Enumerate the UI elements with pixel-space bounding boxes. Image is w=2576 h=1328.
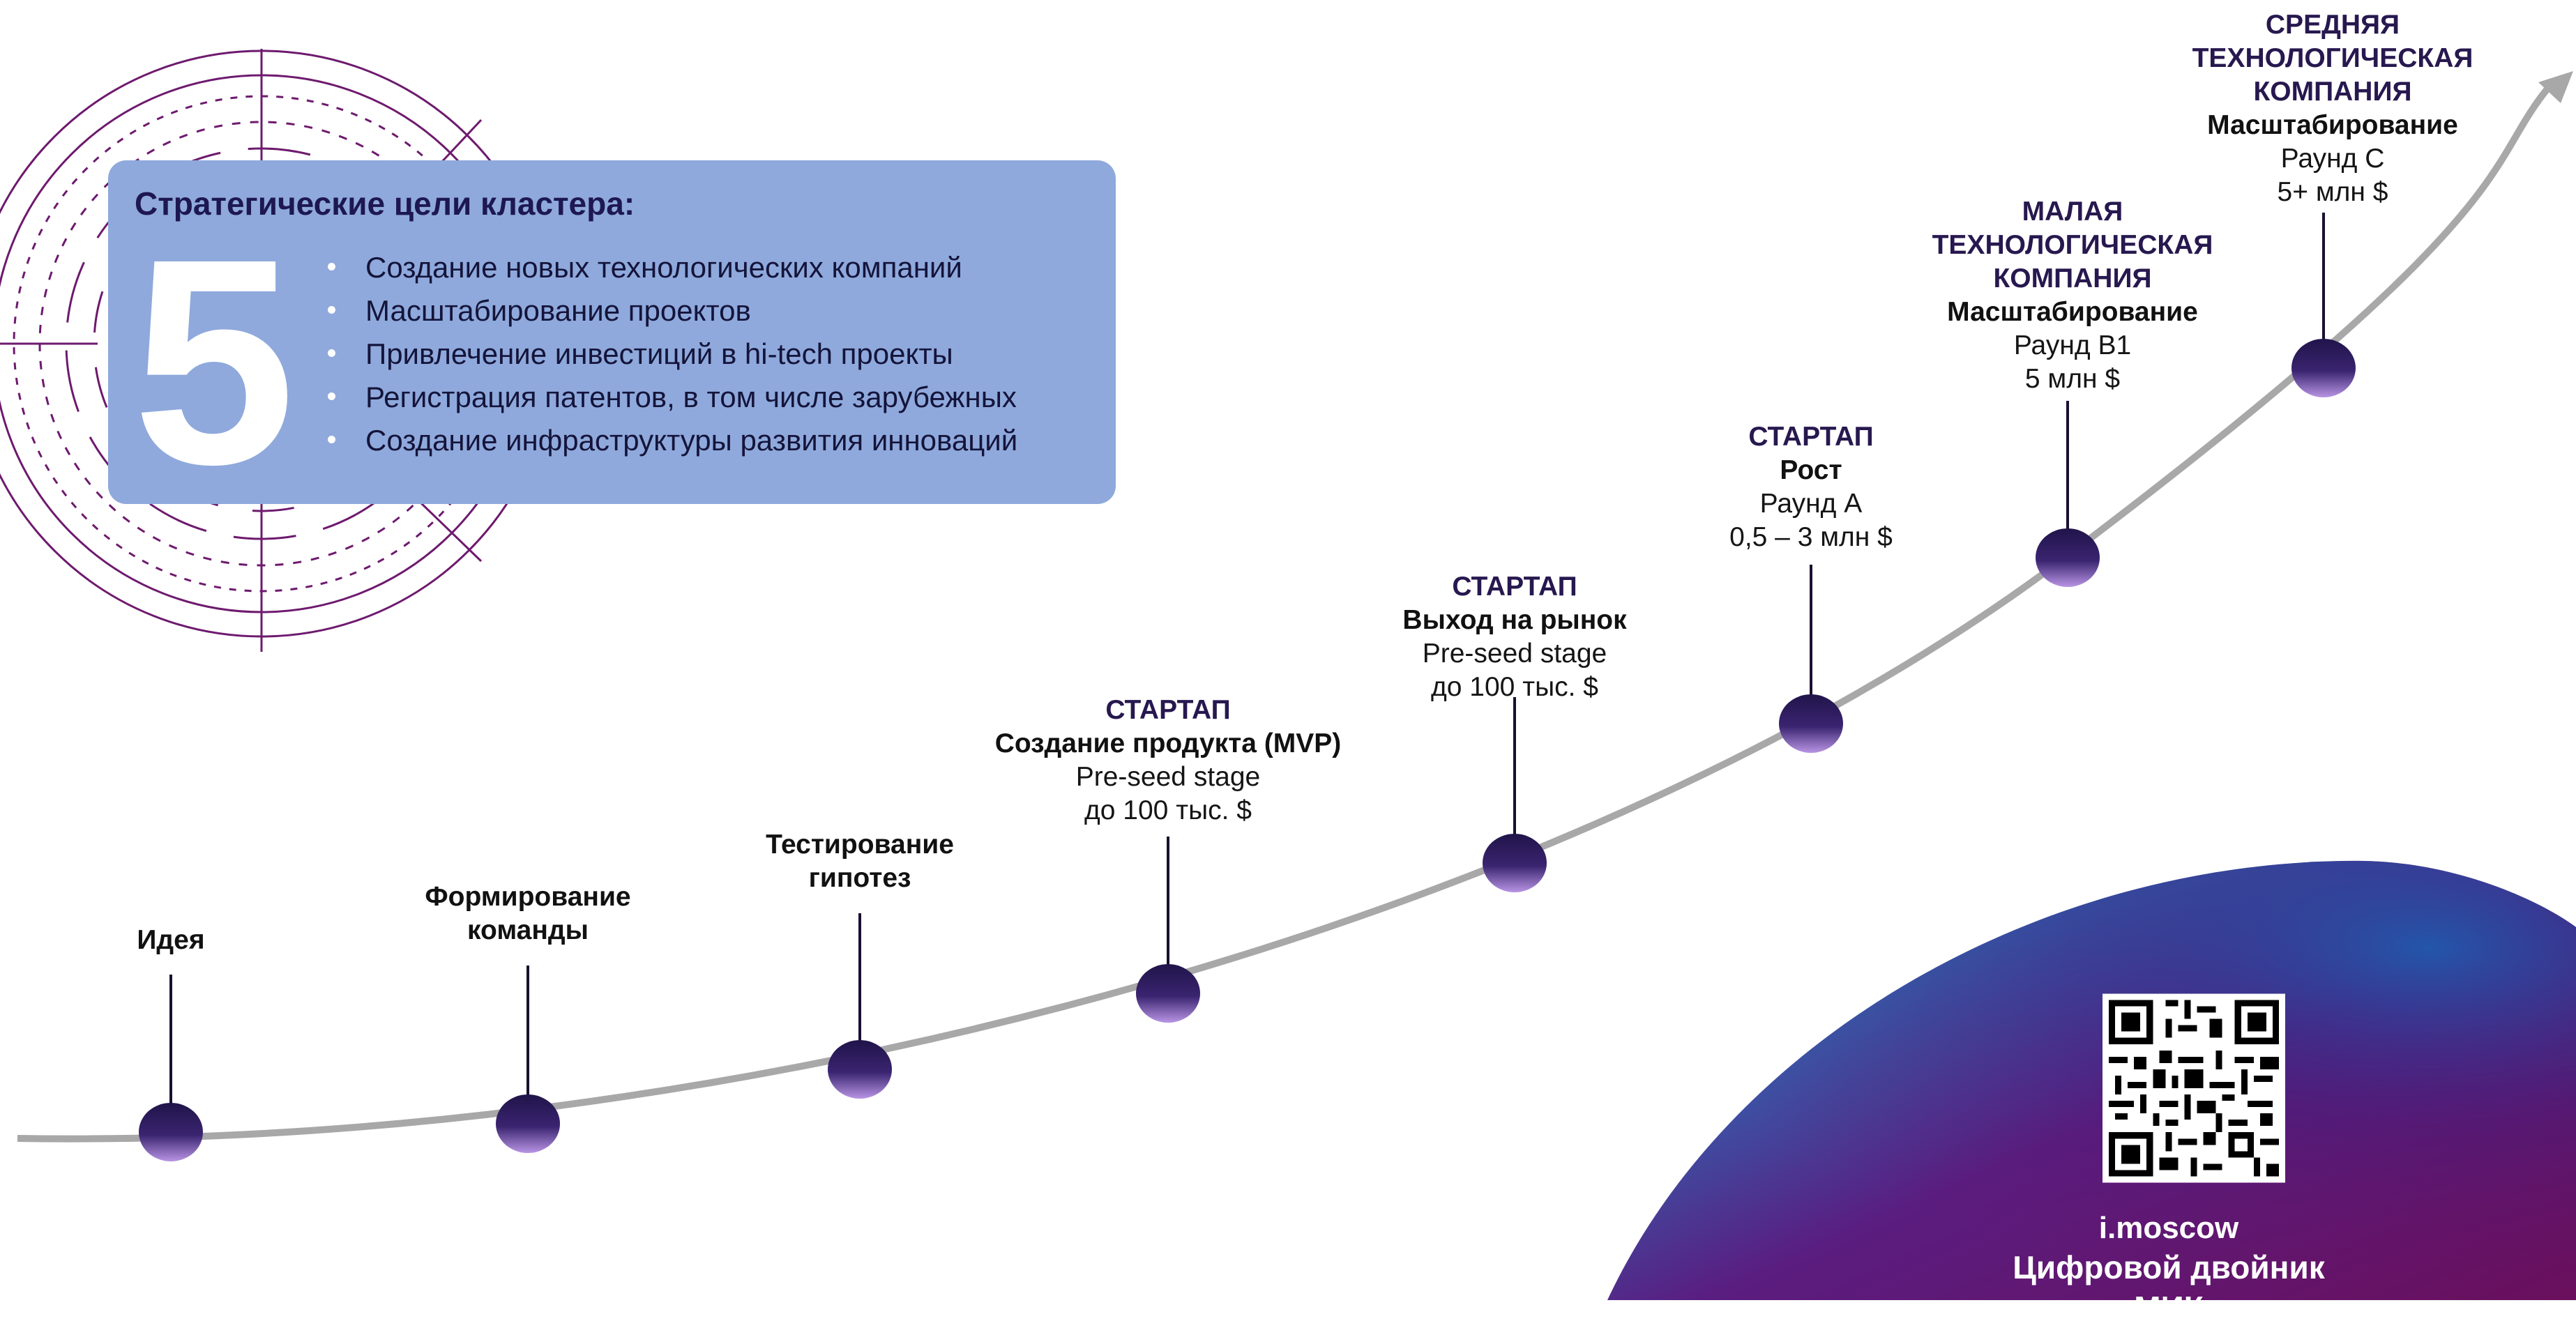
stage-node-5	[1483, 834, 1547, 892]
stage-label-medium-company: СРЕДНЯЯ ТЕХНОЛОГИЧЕСКАЯ КОМПАНИЯ Масштаб…	[2172, 8, 2493, 209]
goals-panel	[108, 160, 1116, 504]
qr-code[interactable]	[2103, 993, 2285, 1183]
goals-count: 5	[132, 199, 296, 526]
stage-phase: Масштабирование	[1947, 297, 2198, 327]
stage-node-7	[2036, 528, 2100, 587]
stage-label-idea: Идея	[137, 924, 204, 957]
footer-blob	[1607, 860, 2576, 1300]
stage-node-3	[828, 1040, 892, 1099]
goals-list: Создание новых технологических компаний …	[328, 251, 1017, 467]
stage-node-2	[496, 1094, 560, 1153]
stage-title: Формирование команды	[425, 882, 631, 945]
goal-item: Привлечение инвестиций в hi-tech проекты	[328, 337, 1017, 381]
stage-connectors	[169, 213, 2325, 1105]
stage-category: СТАРТАП	[1452, 572, 1577, 602]
stage-label-growth: СТАРТАП Рост Раунд А 0,5 – 3 млн $	[1729, 420, 1893, 554]
stage-title: Идея	[137, 925, 205, 955]
footer: i.moscow Цифровой двойник МИК	[1994, 1209, 2343, 1328]
stage-phase: Создание продукта (MVP)	[994, 728, 1342, 758]
goal-item: Создание новых технологических компаний	[328, 251, 1017, 294]
stage-amount: до 100 тыс. $	[1084, 795, 1252, 825]
stage-title: Тестирование гипотез	[766, 830, 954, 893]
goal-item: Создание инфраструктуры развития инновац…	[328, 424, 1017, 467]
stage-phase: Рост	[1780, 455, 1842, 485]
goals-title: Стратегические цели кластера:	[135, 185, 635, 222]
stage-amount: 0,5 – 3 млн $	[1729, 522, 1893, 552]
stage-round: Pre-seed stage	[1075, 762, 1261, 792]
stage-round: Раунд А	[1759, 489, 1863, 519]
goal-item: Масштабирование проектов	[328, 294, 1017, 337]
footer-site-link[interactable]: i.moscow	[2098, 1211, 2239, 1245]
stage-phase: Масштабирование	[2207, 110, 2458, 140]
stage-node-4	[1136, 964, 1200, 1023]
stage-amount: 5+ млн $	[2277, 177, 2388, 207]
stage-category: СТАРТАП	[1748, 422, 1874, 452]
stage-category: СТАРТАП	[1105, 695, 1231, 725]
goal-item: Регистрация патентов, в том числе зарубе…	[328, 381, 1017, 424]
background-graphics	[0, 49, 2576, 1300]
stage-node-8	[2291, 339, 2356, 397]
stage-amount: 5 млн $	[2024, 364, 2121, 394]
stage-label-team: Формирование команды	[420, 880, 636, 947]
stage-round: Раунд С	[2280, 144, 2385, 174]
stage-label-mvp: СТАРТАП Создание продукта (MVP) Pre-seed…	[995, 694, 1342, 827]
stage-category: СРЕДНЯЯ ТЕХНОЛОГИЧЕСКАЯ КОМПАНИЯ	[2192, 10, 2473, 107]
stage-amount: до 100 тыс. $	[1431, 672, 1598, 702]
stage-phase: Выход на рынок	[1402, 605, 1627, 635]
curve-arrowhead	[2538, 71, 2573, 103]
stage-category: МАЛАЯ ТЕХНОЛОГИЧЕСКАЯ КОМПАНИЯ	[1932, 197, 2213, 293]
stage-label-market: СТАРТАП Выход на рынок Pre-seed stage до…	[1402, 570, 1626, 704]
stage-node-1	[139, 1103, 203, 1161]
stage-round: Раунд В1	[2013, 330, 2132, 360]
footer-caption: Цифровой двойник МИК	[2013, 1249, 2325, 1326]
growth-curve	[17, 84, 2552, 1143]
stage-node-6	[1779, 694, 1843, 753]
stage-label-hypotheses: Тестирование гипотез	[748, 828, 971, 895]
stage-label-small-company: МАЛАЯ ТЕХНОЛОГИЧЕСКАЯ КОМПАНИЯ Масштабир…	[1919, 195, 2226, 396]
stage-nodes	[139, 339, 2356, 1161]
stage-round: Pre-seed stage	[1422, 639, 1607, 669]
